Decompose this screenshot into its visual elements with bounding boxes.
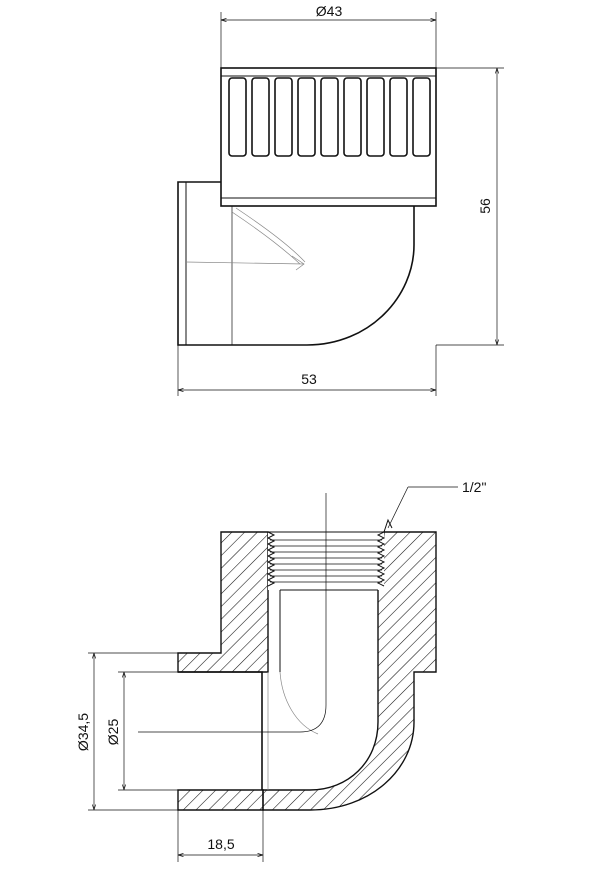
section-wall-upper-left bbox=[177, 531, 269, 673]
dimension-width-53: 53 bbox=[177, 345, 437, 396]
dimension-inner-diameter: Ø25 bbox=[105, 671, 178, 791]
thread-callout: 1/2" bbox=[383, 479, 486, 533]
section-wall-lower-left bbox=[177, 789, 264, 811]
section-wall-right-bend bbox=[262, 531, 437, 811]
dimension-outer-diameter: Ø34,5 bbox=[75, 652, 178, 811]
dim-label-height-56: 56 bbox=[477, 198, 493, 214]
thread-size-label: 1/2" bbox=[462, 479, 486, 495]
hex-nut-body bbox=[220, 67, 437, 207]
nut-grip-ribs bbox=[228, 77, 431, 157]
dimension-socket-depth: 18,5 bbox=[177, 810, 264, 862]
section-view: 1/2" Ø34,5 Ø25 18,5 bbox=[75, 479, 486, 862]
inner-bore-curve bbox=[178, 671, 263, 790]
dimension-diameter-43: Ø43 bbox=[220, 3, 437, 70]
dim-label-diameter-43: Ø43 bbox=[316, 3, 343, 19]
dim-label-width-53: 53 bbox=[301, 371, 317, 387]
dim-label-outer-diameter: Ø34,5 bbox=[75, 713, 91, 751]
elbow-body-exterior bbox=[177, 181, 415, 346]
top-view: Ø43 bbox=[177, 3, 504, 396]
dim-label-socket-depth: 18,5 bbox=[207, 836, 234, 852]
dim-label-inner-diameter: Ø25 bbox=[105, 719, 121, 746]
dimension-height-56: 56 bbox=[436, 67, 504, 346]
